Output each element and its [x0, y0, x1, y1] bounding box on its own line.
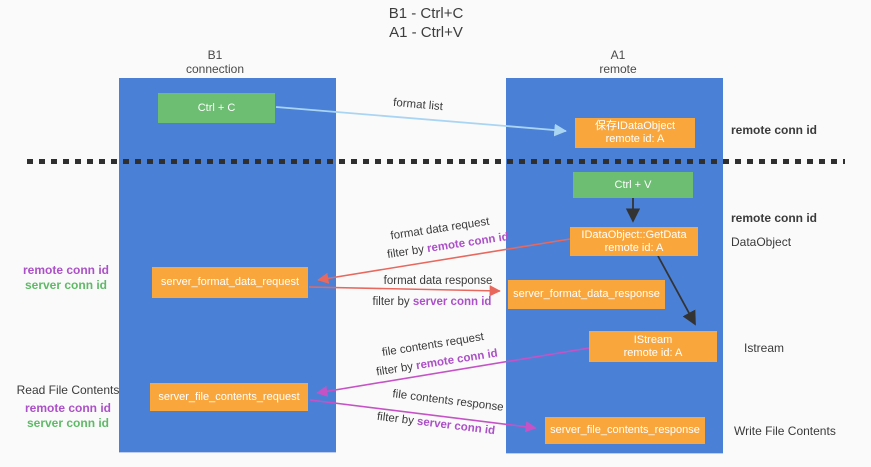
save-idataobject-label: 保存IDataObject: [594, 120, 676, 132]
b1-subtitle: connection: [185, 62, 245, 76]
right-label-remote-conn-id-2: remote conn id: [731, 211, 818, 225]
right-label-istream: Istream: [744, 341, 785, 355]
label-file-contents-response: file contents response: [391, 388, 505, 414]
getdata-label: IDataObject::GetData: [581, 228, 687, 241]
diagram-title: B1 - Ctrl+C A1 - Ctrl+V: [389, 4, 464, 42]
server-conn-id-2: server conn id: [416, 415, 496, 438]
istream-remote-id: remote id: A: [623, 346, 683, 359]
left-remote-conn-id-1: remote conn id: [22, 263, 109, 277]
server-file-contents-response-label: server_file_contents_response: [550, 424, 700, 436]
getdata-remote-id: remote id: A: [604, 241, 664, 254]
istream-label: IStream: [633, 333, 673, 346]
b1-name: B1: [207, 48, 223, 62]
node-idataobject-getdata: IDataObject::GetData remote id: A: [570, 227, 698, 256]
left-server-conn-id-1: server conn id: [24, 278, 108, 292]
server-conn-id-1: server conn id: [412, 296, 492, 308]
label-filter-by-server-conn-id-1: filter by server conn id: [373, 296, 492, 308]
label-format-list: format list: [392, 96, 444, 114]
column-header-a1: A1 remote: [599, 48, 636, 76]
filter-by-prefix-2: filter by: [372, 296, 413, 308]
node-ctrl-v: Ctrl + V: [573, 172, 693, 198]
node-server-format-data-response: server_format_data_response: [508, 280, 665, 309]
node-istream: IStream remote id: A: [589, 331, 717, 362]
save-idataobject-remote-id: remote id: A: [605, 133, 665, 145]
server-format-data-response-label: server_format_data_response: [513, 288, 660, 300]
right-label-dataobject: DataObject: [731, 235, 792, 249]
filter-by-prefix-1: filter by: [386, 243, 429, 262]
node-server-file-contents-request: server_file_contents_request: [150, 383, 308, 411]
right-label-remote-conn-id-1: remote conn id: [731, 123, 818, 137]
node-server-file-contents-response: server_file_contents_response: [545, 417, 705, 444]
left-read-file-contents-stack: Read File Contents remote conn id server…: [16, 383, 120, 431]
node-save-idataobject: 保存IDataObject remote id: A: [575, 118, 695, 148]
server-file-contents-request-label: server_file_contents_request: [158, 390, 300, 403]
left-read-file-contents: Read File Contents: [16, 383, 120, 397]
a1-name: A1: [610, 48, 626, 62]
left-conn-id-stack-1: remote conn id server conn id: [16, 263, 116, 293]
right-label-write-file-contents: Write File Contents: [734, 424, 836, 438]
dashed-separator-line: [27, 159, 845, 164]
a1-subtitle: remote: [599, 62, 637, 76]
server-format-data-request-label: server_format_data_request: [160, 276, 300, 288]
ctrl-c-label: Ctrl + C: [197, 101, 236, 114]
filter-by-prefix-3: filter by: [375, 360, 418, 379]
filter-by-prefix-4: filter by: [376, 410, 418, 428]
node-server-format-data-request: server_format_data_request: [152, 267, 308, 298]
arrow-format-data-response: [308, 285, 501, 297]
ctrl-v-label: Ctrl + V: [614, 178, 652, 191]
left-remote-conn-id-2: remote conn id: [24, 401, 111, 415]
label-format-data-response: format data response: [383, 275, 493, 287]
node-ctrl-c: Ctrl + C: [158, 93, 275, 123]
title-line-1: B1 - Ctrl+C: [388, 5, 464, 22]
label-filter-by-server-conn-id-2: filter by server conn id: [376, 411, 495, 437]
left-server-conn-id-2: server conn id: [26, 416, 110, 430]
column-header-b1: B1 connection: [186, 48, 244, 76]
title-line-2: A1 - Ctrl+V: [389, 24, 463, 41]
